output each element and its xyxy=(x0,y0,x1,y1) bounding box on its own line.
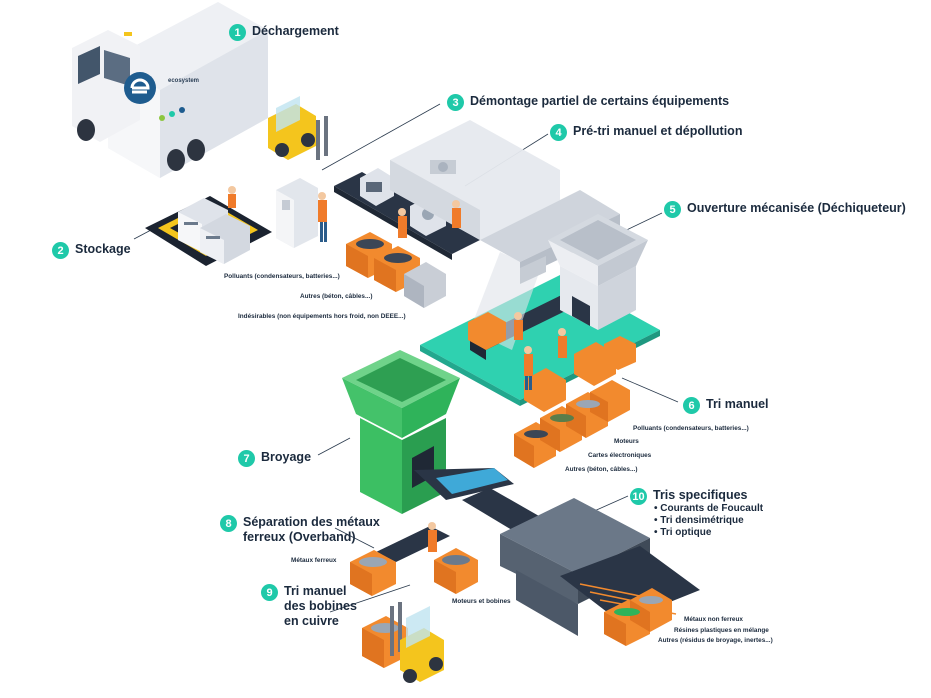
forklift-top xyxy=(268,96,328,160)
step-6-title: Tri manuel xyxy=(706,397,769,411)
step-5-title: Ouverture mécanisée (Déchiqueteur) xyxy=(687,201,906,215)
truck-brand-text: ecosystem xyxy=(168,78,199,84)
step-3-badge: 3 xyxy=(447,94,464,111)
step-9-label: 9 Tri manuel des bobines en cuivre xyxy=(261,584,357,629)
crates-metals xyxy=(350,548,478,596)
bin-label-step8-moteurs-bobines: Moteurs et bobines xyxy=(452,598,511,605)
step-10-label: 10 Tris specifiques • Courants de Foucau… xyxy=(630,488,763,539)
step-7-badge: 7 xyxy=(238,450,255,467)
step-8-badge: 8 xyxy=(220,515,237,532)
workers-platform xyxy=(514,312,567,390)
crusher xyxy=(342,350,460,514)
step-2-label: 2 Stockage xyxy=(52,242,131,259)
conveyor-pretri xyxy=(334,120,560,260)
step-9-title-line3: en cuivre xyxy=(284,614,339,628)
step-5-badge: 5 xyxy=(664,201,681,218)
bin-label-step6-polluants: Polluants (condensateurs, batteries...) xyxy=(633,425,749,432)
dismantling-area xyxy=(276,178,327,248)
step-9-badge: 9 xyxy=(261,584,278,601)
step-7-title: Broyage xyxy=(261,450,312,464)
bin-label-step10-autres: Autres (résidus de broyage, inertes...) xyxy=(658,637,773,644)
shredder xyxy=(548,214,648,330)
crates-specific xyxy=(604,588,672,646)
step-3-title: Démontage partiel de certains équipement… xyxy=(470,94,730,108)
step-5-label: 5 Ouverture mécanisée (Déchiqueteur) xyxy=(664,201,906,218)
step-10-item-3: • Tri optique xyxy=(654,527,712,538)
step-7-label: 7 Broyage xyxy=(238,450,311,467)
storage-area xyxy=(145,186,272,266)
bin-label-step6-autres: Autres (béton, câbles...) xyxy=(565,466,638,473)
step-2-badge: 2 xyxy=(52,242,69,259)
bin-label-step10-metaux-non-ferreux: Métaux non ferreux xyxy=(684,616,743,623)
step-1-label: 1 Déchargement xyxy=(229,24,339,41)
bin-label-step4-polluants: Polluants (condensateurs, batteries...) xyxy=(224,273,340,280)
step-10-item-1: • Courants de Foucault xyxy=(654,503,764,514)
step-6-badge: 6 xyxy=(683,397,700,414)
step-10-badge: 10 xyxy=(630,488,647,505)
step-9-title-line1: Tri manuel xyxy=(284,584,347,598)
bin-label-step4-indesirables: Indésirables (non équipements hors froid… xyxy=(238,313,406,320)
step-3-label: 3 Démontage partiel de certains équipeme… xyxy=(447,94,729,111)
step-1-title: Déchargement xyxy=(252,24,339,38)
bin-label-step4-autres: Autres (béton, câbles...) xyxy=(300,293,373,300)
step-2-title: Stockage xyxy=(75,242,131,256)
bin-label-step6-moteurs: Moteurs xyxy=(614,438,639,445)
bin-label-step8-metaux-ferreux: Métaux ferreux xyxy=(291,557,337,564)
bin-label-step6-cartes: Cartes électroniques xyxy=(588,452,652,459)
step-10-item-2: • Tri densimétrique xyxy=(654,515,744,526)
step-8-title-line2: ferreux (Overband) xyxy=(243,530,356,544)
step-4-badge: 4 xyxy=(550,124,567,141)
bin-label-step10-resines: Résines plastiques en mélange xyxy=(674,627,769,634)
specific-sorting-machine xyxy=(500,498,700,636)
step-4-title: Pré-tri manuel et dépollution xyxy=(573,124,743,138)
crates-platform xyxy=(468,312,636,412)
step-6-label: 6 Tri manuel xyxy=(683,397,769,414)
crates-pretri xyxy=(346,232,446,308)
forklift-bottom xyxy=(362,602,444,683)
step-10-title: Tris specifiques xyxy=(653,488,748,502)
crates-tri-manuel xyxy=(514,380,630,468)
truck xyxy=(72,2,268,178)
step-8-label: 8 Séparation des métaux ferreux (Overban… xyxy=(220,515,380,545)
step-4-label: 4 Pré-tri manuel et dépollution xyxy=(550,124,742,141)
step-8-title-line1: Séparation des métaux xyxy=(243,515,380,529)
step-1-badge: 1 xyxy=(229,24,246,41)
step-9-title-line2: des bobines xyxy=(284,599,357,613)
